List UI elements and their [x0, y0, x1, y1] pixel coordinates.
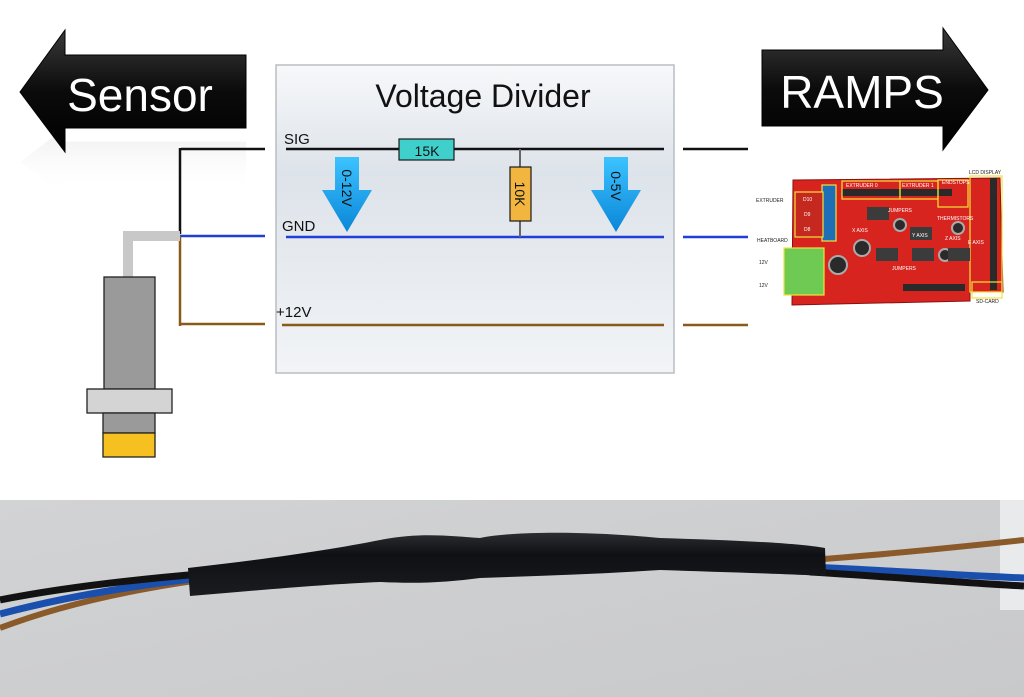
sensor-arrow-label: Sensor — [67, 69, 213, 121]
ramps-arrow-label: RAMPS — [780, 66, 944, 118]
divider-title: Voltage Divider — [375, 78, 591, 114]
shunt-resistor-label: 10K — [512, 182, 528, 208]
board-y-axis: Y AXIS — [912, 233, 928, 239]
board-thermistors: THERMISTORS — [937, 216, 974, 222]
v12-wire: +12V — [178, 236, 748, 327]
board-lcd-display: LCD DISPLAY — [969, 170, 1002, 176]
cable-photo — [0, 500, 1024, 697]
board-sd-card: SD-CARD — [976, 299, 999, 305]
board-e-axis: E AXIS — [968, 240, 985, 246]
board-12v-a: 12V — [759, 260, 769, 266]
sig-wire: SIG — [178, 131, 748, 234]
sensor-arrow: Sensor — [19, 28, 247, 196]
input-voltage-label: 0-12V — [339, 169, 355, 207]
board-12v-b: 12V — [759, 283, 769, 289]
output-voltage-arrow: 0-5V — [591, 157, 641, 232]
gnd-label: GND — [282, 218, 316, 235]
board-extruder: EXTRUDER — [756, 198, 784, 204]
board-x-axis: X AXIS — [852, 228, 869, 234]
series-resistor-15k: 15K — [398, 138, 455, 161]
board-endstops: ENDSTOPS — [942, 180, 970, 186]
v12-label: +12V — [276, 304, 311, 321]
input-voltage-arrow: 0-12V — [322, 157, 372, 232]
board-jumpers-bottom: JUMPERS — [892, 266, 917, 272]
series-resistor-label: 15K — [415, 143, 441, 159]
output-voltage-label: 0-5V — [608, 171, 624, 201]
proximity-sensor — [86, 231, 180, 458]
ramps-board: EXTRUDER 0 EXTRUDER 1 ENDSTOPS JUMPERS T… — [756, 170, 1004, 306]
board-extruder1: EXTRUDER 1 — [902, 183, 934, 189]
ramps-arrow: RAMPS — [761, 26, 989, 152]
shunt-resistor-10k: 10K — [509, 149, 532, 237]
gnd-wire: GND — [180, 218, 748, 239]
board-d9: D9 — [804, 212, 811, 218]
board-d8: D8 — [804, 227, 811, 233]
board-jumpers-top: JUMPERS — [888, 208, 913, 214]
board-d10: D10 — [803, 197, 812, 203]
board-heatboard: HEATBOARD — [757, 238, 788, 244]
sig-label: SIG — [284, 131, 310, 148]
board-z-axis: Z AXIS — [945, 236, 961, 242]
board-extruder0: EXTRUDER 0 — [846, 183, 878, 189]
